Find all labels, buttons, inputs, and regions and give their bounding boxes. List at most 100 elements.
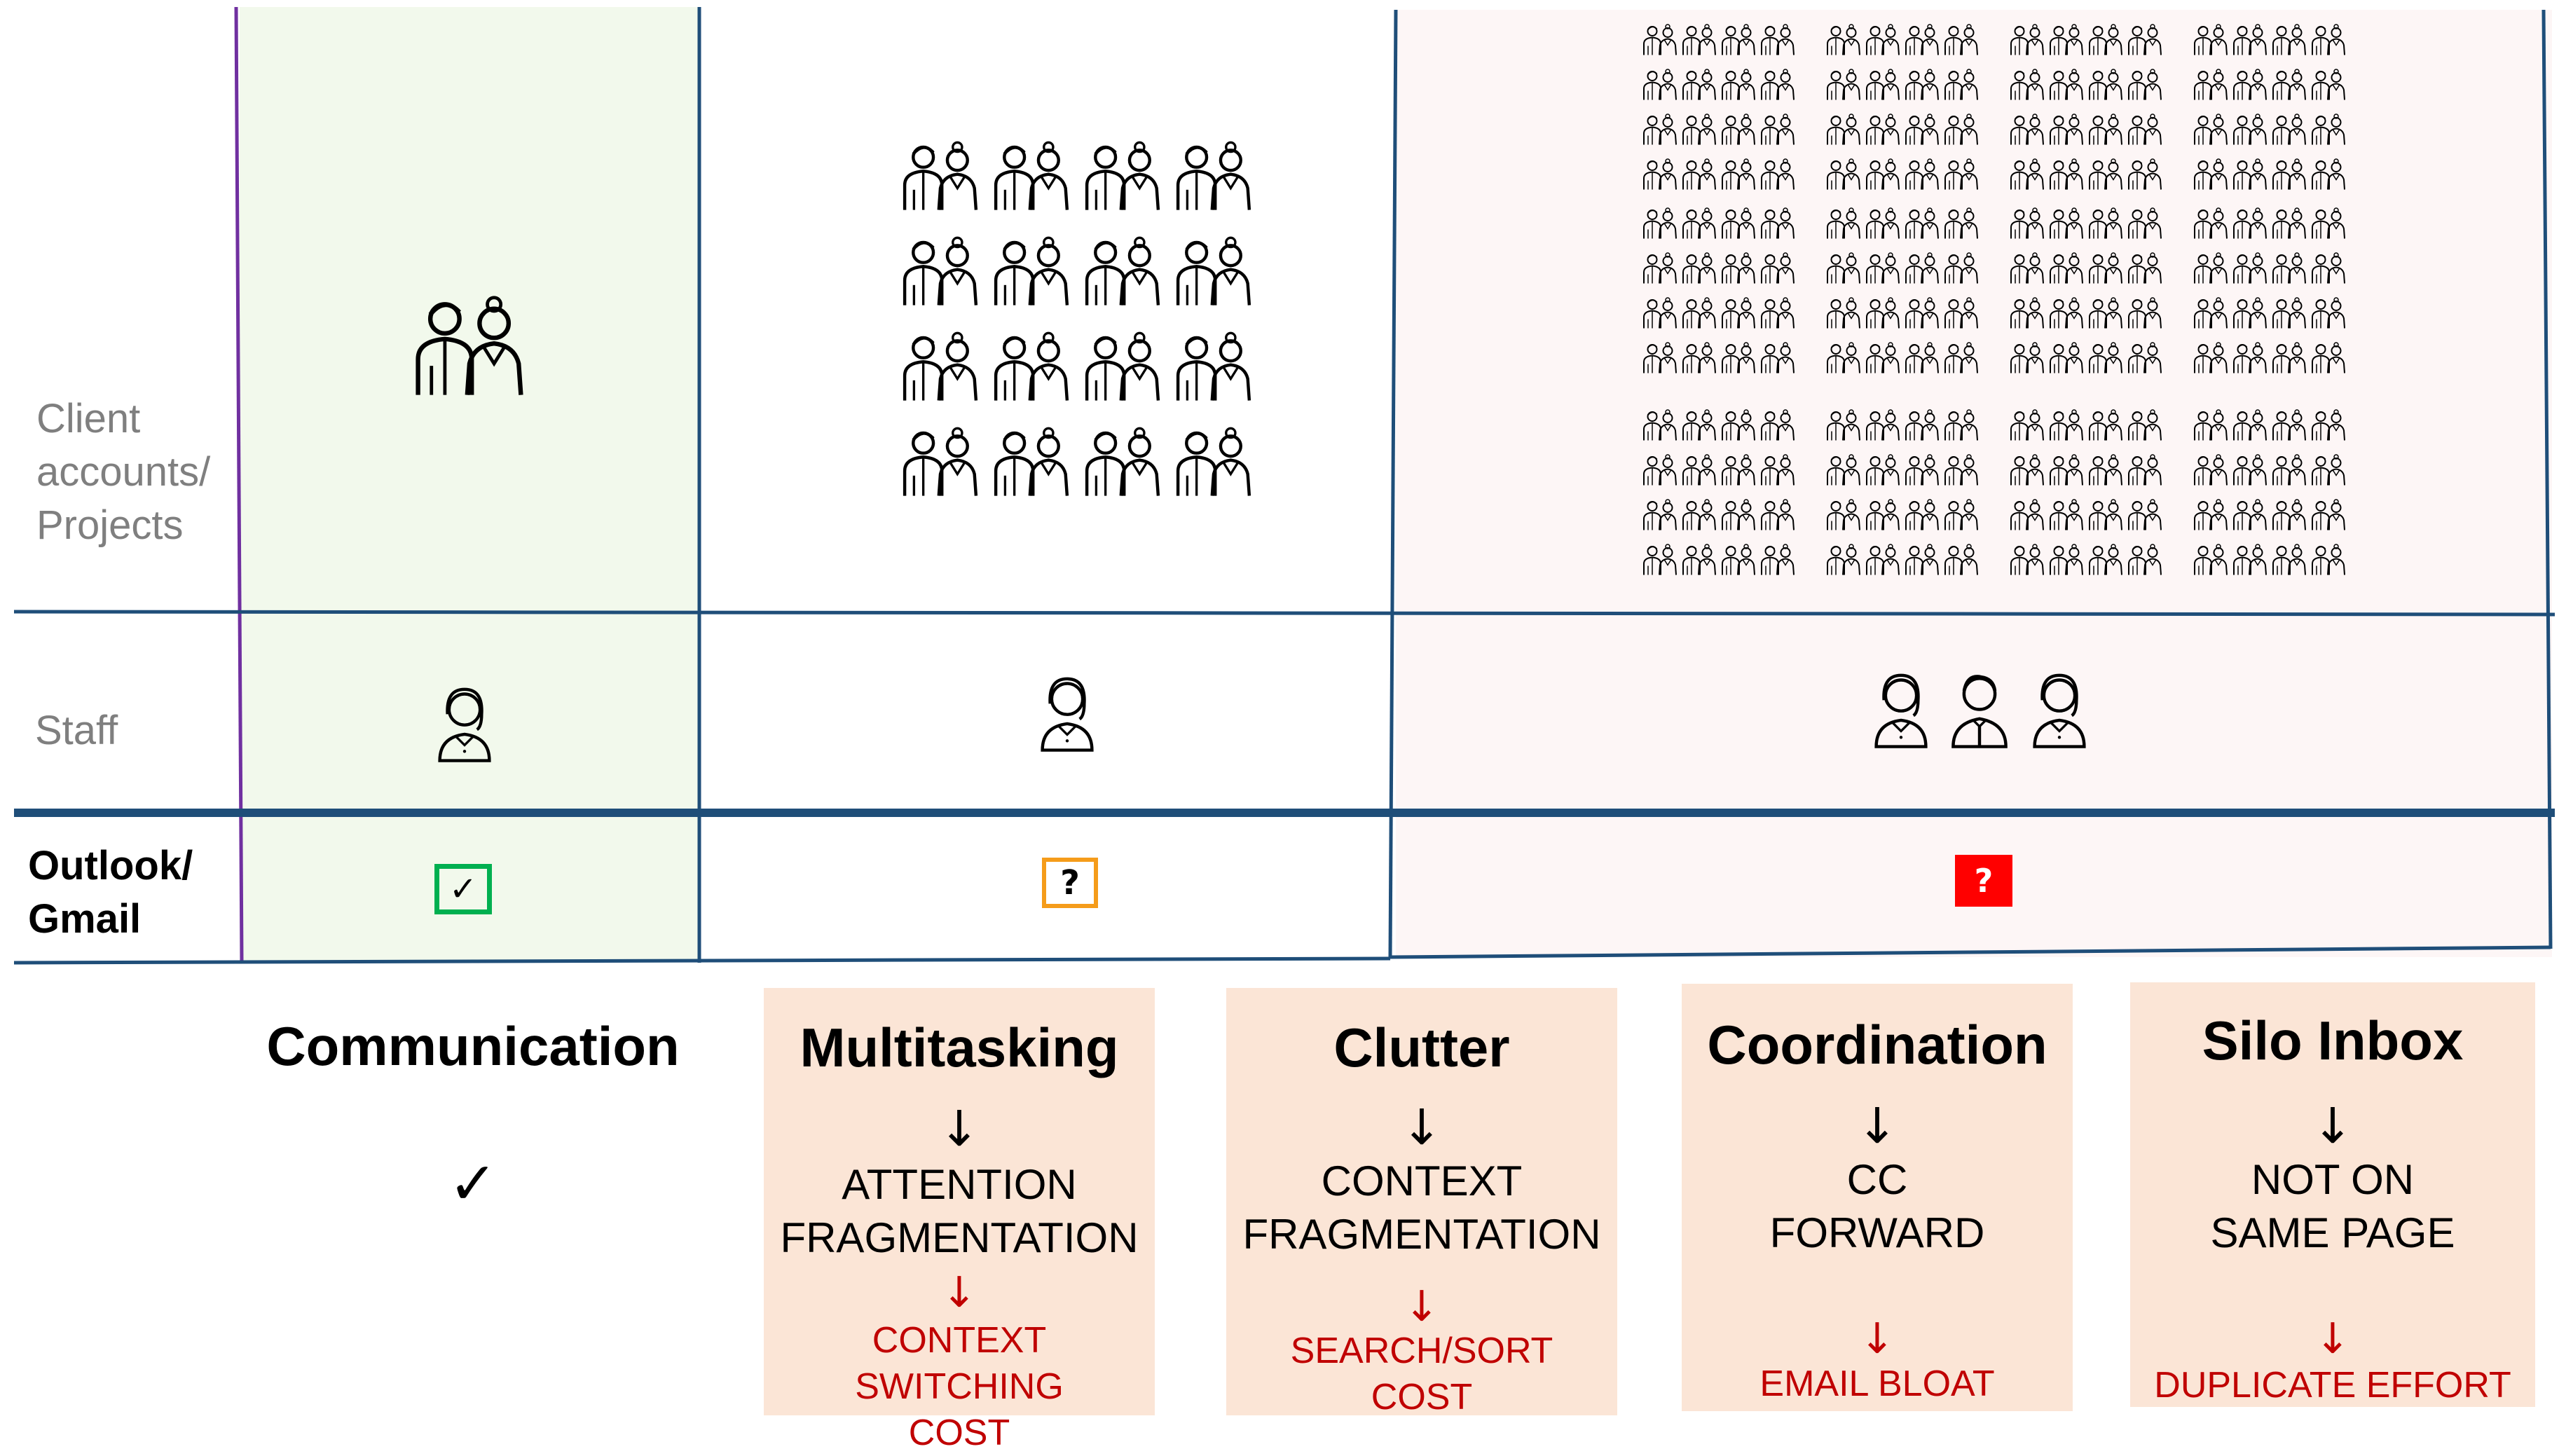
couple-icon [1643,69,1677,101]
question-mark-icon: ? [1974,862,1994,900]
couple-icon [1682,499,1716,531]
couple-icon [1827,499,1860,531]
couple-icon [996,142,1067,210]
couple-icon [2128,24,2162,56]
couple-icon [1643,158,1677,191]
couple-icon [2233,499,2267,531]
checkmark-icon: ✓ [448,870,478,909]
couple-icon [1722,114,1755,146]
arrow-down-icon: ↓ [1859,1314,1895,1364]
couple-icon [2010,252,2044,284]
row-label-client-accounts: Client accounts/ Projects [36,396,211,548]
couple-icon [2089,207,2122,240]
couple-icon [2050,24,2083,56]
couple-icon [1682,24,1716,56]
woman-staff-icon [1869,669,1933,750]
couple-icon [1905,297,1939,329]
couple-icon [1827,69,1860,101]
couple-icon [2089,409,2122,441]
arrow-down-icon: ↓ [1404,1282,1440,1331]
couple-icon [2233,207,2267,240]
couple-icon [413,294,526,399]
arrow-down-icon: ↓ [941,1268,977,1317]
couple-icon [1944,158,1978,191]
couple-icon [1866,252,1900,284]
couple-icon [1944,114,1978,146]
couple-icon [1944,499,1978,531]
woman-staff-icon [1036,673,1099,753]
couple-icon [1905,499,1939,531]
couple-icon [1905,24,1939,56]
couple-icon [1722,158,1755,191]
couple-icon [1761,24,1795,56]
couple-icon [2128,207,2162,240]
couple-icon [1761,69,1795,101]
silo-inbox-effect: NOT ON SAME PAGE [2210,1156,2455,1256]
couple-icon [2089,158,2122,191]
couple-icon [2194,297,2228,329]
couple-icon [2089,69,2122,101]
couple-icon [1722,342,1755,374]
couple-icon [2050,158,2083,191]
couple-icon [1643,499,1677,531]
checkmark-icon: ✓ [448,1149,498,1218]
couple-icon [2272,207,2306,240]
couple-icon-grid-4x4 [901,140,1265,504]
couple-icon [1905,342,1939,374]
couple-icon [1866,24,1900,56]
couple-icon [1944,409,1978,441]
couple-icon [1866,342,1900,374]
couple-icon [996,333,1067,400]
couple-icon [2272,158,2306,191]
couple-icon [1178,238,1249,305]
couple-icon [2312,342,2345,374]
couple-icon [1827,297,1860,329]
couple-icon [2233,342,2267,374]
couple-icon [2050,69,2083,101]
couple-icon [2089,544,2122,576]
couple-icon [2010,454,2044,486]
couple-icon [1761,297,1795,329]
couple-icon [2050,252,2083,284]
couple-icon [2194,24,2228,56]
couple-icon [2089,297,2122,329]
couple-icon [2010,342,2044,374]
couple-icon [1643,24,1677,56]
couple-icon [2312,454,2345,486]
couple-icon [2128,158,2162,191]
couple-icon [2050,114,2083,146]
couple-icon [2089,252,2122,284]
couple-icon [1866,69,1900,101]
couple-icon [2272,409,2306,441]
couple-icon [1944,69,1978,101]
couple-icon [2128,69,2162,101]
couple-icon [1643,342,1677,374]
couple-icon [2272,69,2306,101]
couple-icon [2010,544,2044,576]
card-clutter-bg [1226,988,1617,1415]
couple-icon [1643,297,1677,329]
couple-icon [2010,114,2044,146]
column-title-clutter: Clutter [1333,1017,1510,1078]
couple-icon [2194,69,2228,101]
couple-icon [2089,454,2122,486]
couple-icon [1866,297,1900,329]
couple-icon [1761,342,1795,374]
couple-icon [1905,114,1939,146]
clutter-effect: CONTEXT FRAGMENTATION [1242,1158,1601,1258]
couple-icon [2050,454,2083,486]
couple-icon [1761,207,1795,240]
table-grid [13,6,2555,965]
couple-icon [1087,428,1158,495]
couple-icon [2010,499,2044,531]
couple-icon [1722,252,1755,284]
couple-icon [1944,297,1978,329]
couple-icon [1682,409,1716,441]
couple-icon [1866,409,1900,441]
couple-icon [2312,114,2345,146]
couple-icon [1682,454,1716,486]
couple-icon [1643,207,1677,240]
couple-icon [1944,342,1978,374]
couple-icon [1761,114,1795,146]
couple-icon [905,428,976,495]
